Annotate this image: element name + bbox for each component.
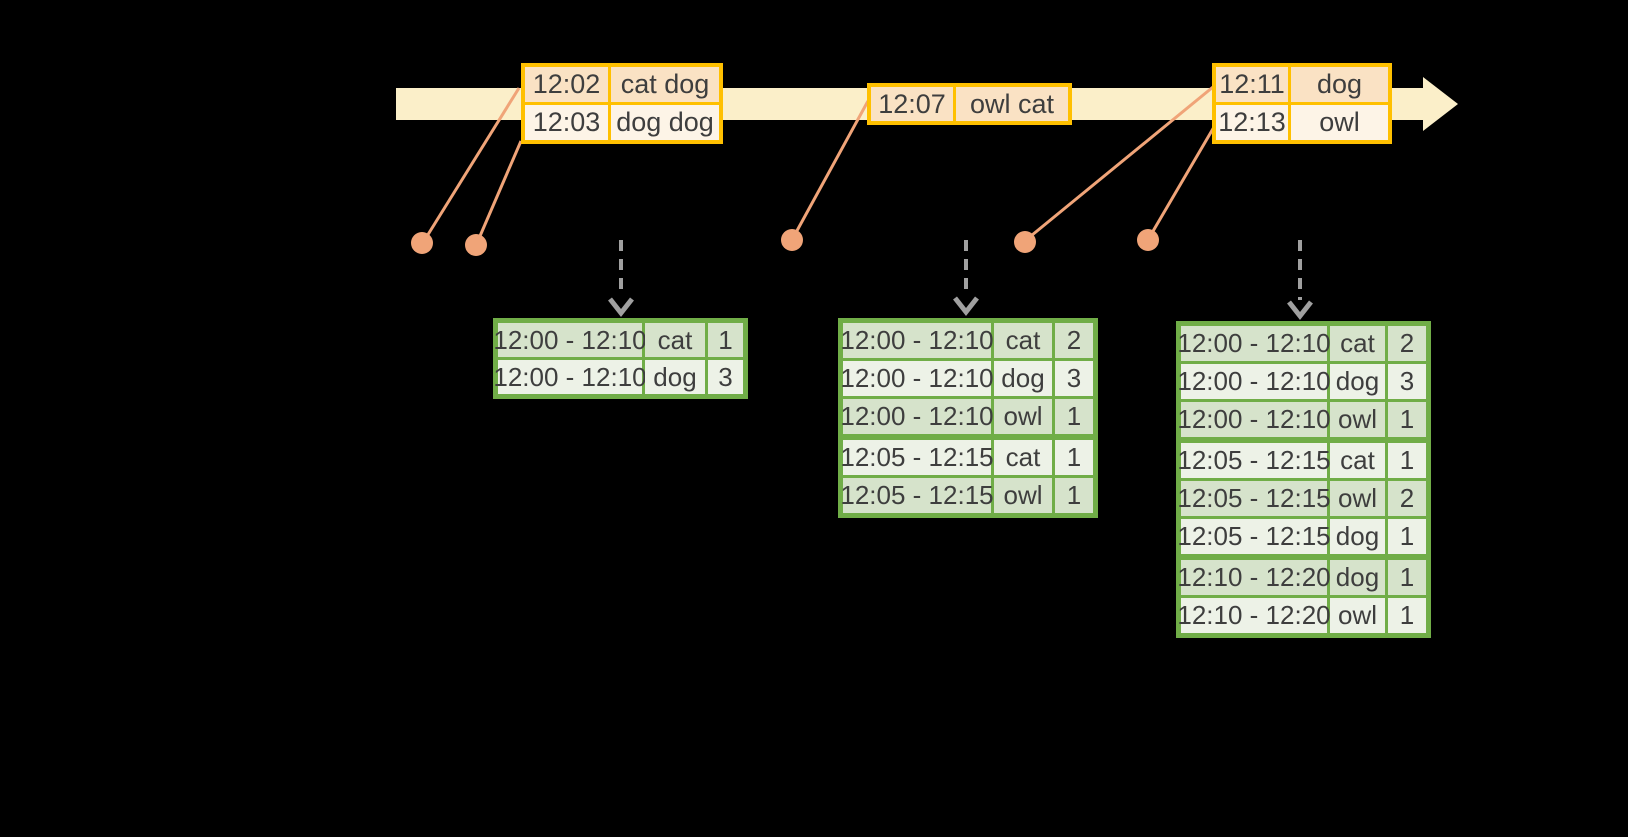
window-cell: 12:00 - 12:10 bbox=[493, 360, 647, 394]
count-cell: 3 bbox=[1055, 361, 1093, 396]
event-marker-line bbox=[791, 100, 870, 239]
event-marker-lines bbox=[422, 85, 1216, 244]
count-cell: 2 bbox=[1055, 323, 1093, 358]
count-cell: 2 bbox=[1388, 326, 1426, 361]
word-cell: dog bbox=[994, 361, 1052, 396]
word-cell: cat bbox=[994, 440, 1052, 475]
event-marker-dot bbox=[465, 234, 487, 256]
count-cell: 3 bbox=[708, 360, 743, 394]
count-cell: 1 bbox=[1388, 519, 1426, 554]
event-words: cat dog bbox=[611, 67, 719, 102]
window-cell: 12:00 - 12:10 bbox=[840, 399, 994, 434]
table-row: 12:00 - 12:10 owl 1 bbox=[1177, 402, 1426, 437]
count-cell: 3 bbox=[1388, 364, 1426, 399]
window-cell: 12:10 - 12:20 bbox=[1177, 598, 1331, 633]
window-cell: 12:05 - 12:15 bbox=[1177, 481, 1331, 516]
word-cell: owl bbox=[994, 478, 1052, 513]
count-cell: 1 bbox=[1055, 478, 1093, 513]
event-time: 12:07 bbox=[871, 87, 953, 121]
word-cell: cat bbox=[1330, 326, 1385, 361]
table-row: 12:05 - 12:15 owl 1 bbox=[840, 478, 1093, 513]
event-time: 12:03 bbox=[525, 105, 608, 140]
table-row: 12:10 - 12:20 owl 1 bbox=[1177, 598, 1426, 633]
event-marker-dot bbox=[1137, 229, 1159, 251]
table-row: 12:10 - 12:20 dog 1 bbox=[1177, 560, 1426, 595]
event-marker-line bbox=[475, 140, 523, 244]
trigger-arrow-head bbox=[608, 297, 634, 318]
word-cell: owl bbox=[1330, 598, 1385, 633]
table-row: 12:00 - 12:10 cat 2 bbox=[840, 323, 1093, 358]
trigger-arrows bbox=[608, 240, 1313, 321]
word-cell: dog bbox=[1330, 560, 1385, 595]
window-cell: 12:05 - 12:15 bbox=[1177, 519, 1331, 554]
event-marker-line bbox=[1025, 85, 1214, 242]
window-cell: 12:05 - 12:15 bbox=[1177, 443, 1331, 478]
event-table-3: 12:11 dog 12:13 owl bbox=[1212, 63, 1392, 144]
event-words: owl bbox=[1291, 105, 1388, 140]
table-row: 12:05 - 12:15 cat 1 bbox=[840, 440, 1093, 475]
count-cell: 1 bbox=[1388, 560, 1426, 595]
event-marker-line bbox=[422, 87, 521, 242]
window-cell: 12:05 - 12:15 bbox=[840, 440, 994, 475]
result-table-2: 12:00 - 12:10 cat 2 12:00 - 12:10 dog 3 … bbox=[838, 318, 1098, 518]
count-cell: 2 bbox=[1388, 481, 1426, 516]
word-cell: dog bbox=[1330, 519, 1385, 554]
word-cell: cat bbox=[645, 323, 705, 357]
event-words: owl cat bbox=[956, 87, 1068, 121]
result-table-3: 12:00 - 12:10 cat 2 12:00 - 12:10 dog 3 … bbox=[1176, 321, 1431, 638]
count-cell: 1 bbox=[1055, 399, 1093, 434]
table-row: 12:00 - 12:10 dog 3 bbox=[1177, 364, 1426, 399]
event-time: 12:11 bbox=[1216, 67, 1288, 102]
word-cell: owl bbox=[1330, 481, 1385, 516]
window-cell: 12:00 - 12:10 bbox=[840, 323, 994, 358]
event-time: 12:02 bbox=[525, 67, 608, 102]
word-cell: owl bbox=[994, 399, 1052, 434]
result-table-1: 12:00 - 12:10 cat 1 12:00 - 12:10 dog 3 bbox=[493, 318, 748, 399]
count-cell: 1 bbox=[1388, 598, 1426, 633]
event-words: dog dog bbox=[611, 105, 719, 140]
event-marker-dots bbox=[411, 229, 1159, 256]
word-cell: dog bbox=[645, 360, 705, 394]
window-cell: 12:00 - 12:10 bbox=[840, 361, 994, 396]
event-table-2: 12:07 owl cat bbox=[867, 83, 1072, 125]
word-cell: owl bbox=[1330, 402, 1385, 437]
window-cell: 12:00 - 12:10 bbox=[1177, 364, 1331, 399]
count-cell: 1 bbox=[1388, 443, 1426, 478]
table-row: 12:00 - 12:10 cat 1 bbox=[493, 323, 743, 357]
table-row: 12:00 - 12:10 dog 3 bbox=[493, 360, 743, 394]
word-cell: cat bbox=[1330, 443, 1385, 478]
table-row: 12:05 - 12:15 owl 2 bbox=[1177, 481, 1426, 516]
event-marker-dot bbox=[1014, 231, 1036, 253]
event-table-1: 12:02 cat dog 12:03 dog dog bbox=[521, 63, 723, 144]
window-cell: 12:10 - 12:20 bbox=[1177, 560, 1331, 595]
word-cell: cat bbox=[994, 323, 1052, 358]
table-row: 12:00 - 12:10 cat 2 bbox=[1177, 326, 1426, 361]
count-cell: 1 bbox=[1055, 440, 1093, 475]
count-cell: 1 bbox=[1388, 402, 1426, 437]
count-cell: 1 bbox=[708, 323, 743, 357]
table-row: 12:00 - 12:10 owl 1 bbox=[840, 399, 1093, 434]
window-cell: 12:00 - 12:10 bbox=[1177, 402, 1331, 437]
window-cell: 12:05 - 12:15 bbox=[840, 478, 994, 513]
window-cell: 12:00 - 12:10 bbox=[493, 323, 647, 357]
event-words: dog bbox=[1291, 67, 1388, 102]
trigger-arrow-head bbox=[1287, 300, 1313, 321]
event-marker-dot bbox=[411, 232, 433, 254]
window-cell: 12:00 - 12:10 bbox=[1177, 326, 1331, 361]
table-row: 12:05 - 12:15 dog 1 bbox=[1177, 519, 1426, 554]
event-marker-line bbox=[1147, 126, 1216, 239]
trigger-arrow-head bbox=[953, 296, 979, 317]
table-row: 12:05 - 12:15 cat 1 bbox=[1177, 443, 1426, 478]
event-time: 12:13 bbox=[1216, 105, 1288, 140]
event-marker-dot bbox=[781, 229, 803, 251]
table-row: 12:00 - 12:10 dog 3 bbox=[840, 361, 1093, 396]
word-cell: dog bbox=[1330, 364, 1385, 399]
